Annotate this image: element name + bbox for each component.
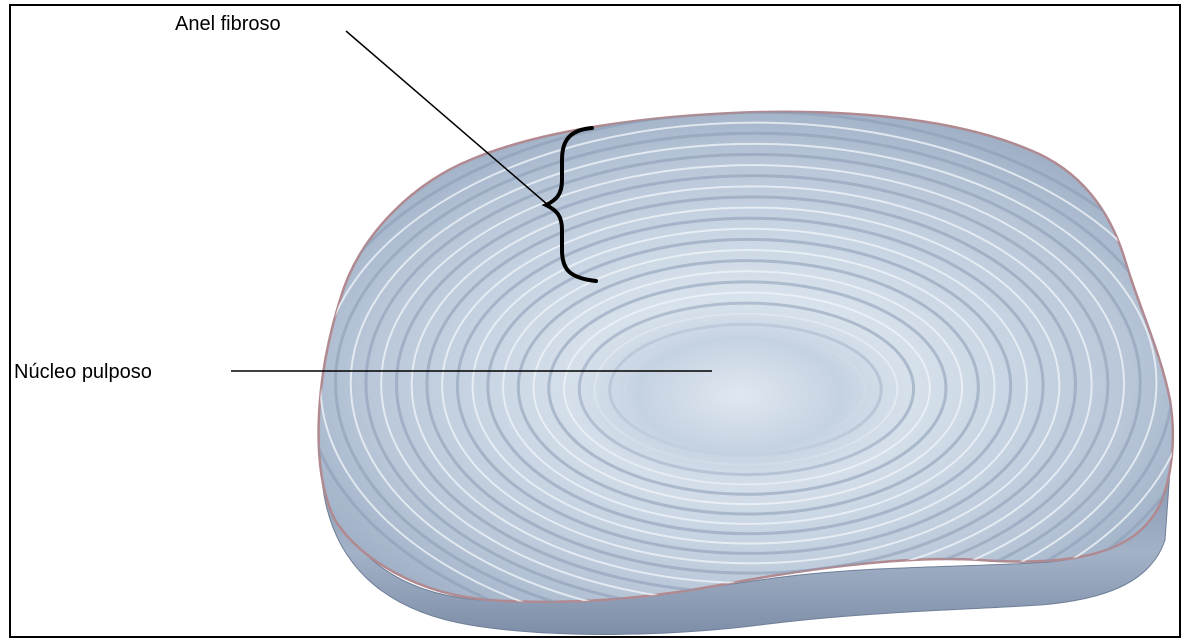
nucleus-region <box>570 300 910 490</box>
annulus-label: Anel fibroso <box>175 13 281 35</box>
nucleus-label: Núcleo pulposo <box>14 361 152 383</box>
